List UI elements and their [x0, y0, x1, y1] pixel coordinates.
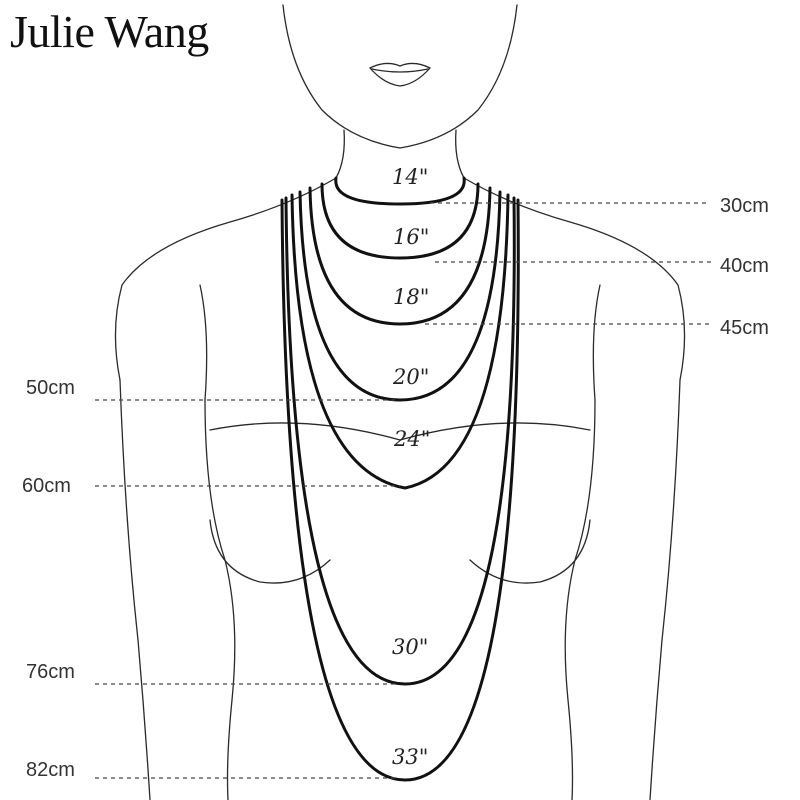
cm-label-50: 50cm [26, 377, 75, 399]
chain-14 [334, 176, 466, 206]
bust-left [209, 519, 331, 584]
cm-label-30: 30cm [720, 195, 769, 217]
chain-20 [298, 190, 502, 402]
chain-16 [320, 182, 480, 260]
neck-right [455, 129, 465, 179]
torso-left [204, 399, 236, 800]
cm-label-60: 60cm [22, 475, 71, 497]
inch-label-24: 24" [393, 427, 430, 451]
brand-watermark: Julie Wang [10, 6, 209, 57]
cm-label-40: 40cm [720, 255, 769, 277]
cm-label-82: 82cm [26, 759, 75, 781]
torso-right [564, 399, 596, 800]
inch-label-30: 30" [392, 635, 428, 659]
shoulder-right [463, 177, 686, 381]
inch-label-33: 33" [392, 745, 428, 769]
chain-18 [308, 186, 492, 326]
chain-24 [290, 193, 510, 490]
armpit-left [199, 284, 208, 401]
inch-label-18: 18" [393, 285, 429, 309]
bust-right [469, 519, 591, 584]
inch-label-14: 14" [392, 165, 428, 189]
shoulder-left [114, 177, 337, 381]
lips-icon [368, 62, 432, 87]
arm-left [119, 379, 151, 800]
face-outline [282, 4, 518, 149]
armpit-right [592, 284, 601, 401]
cm-label-76: 76cm [26, 661, 75, 683]
cm-label-45: 45cm [720, 317, 769, 339]
chain-33 [280, 198, 520, 782]
inch-label-16: 16" [393, 225, 429, 249]
neck-left [335, 129, 345, 179]
arm-right [649, 379, 681, 800]
inch-label-20: 20" [392, 365, 429, 389]
chain-30 [284, 196, 516, 686]
dress-neckline [209, 422, 591, 441]
